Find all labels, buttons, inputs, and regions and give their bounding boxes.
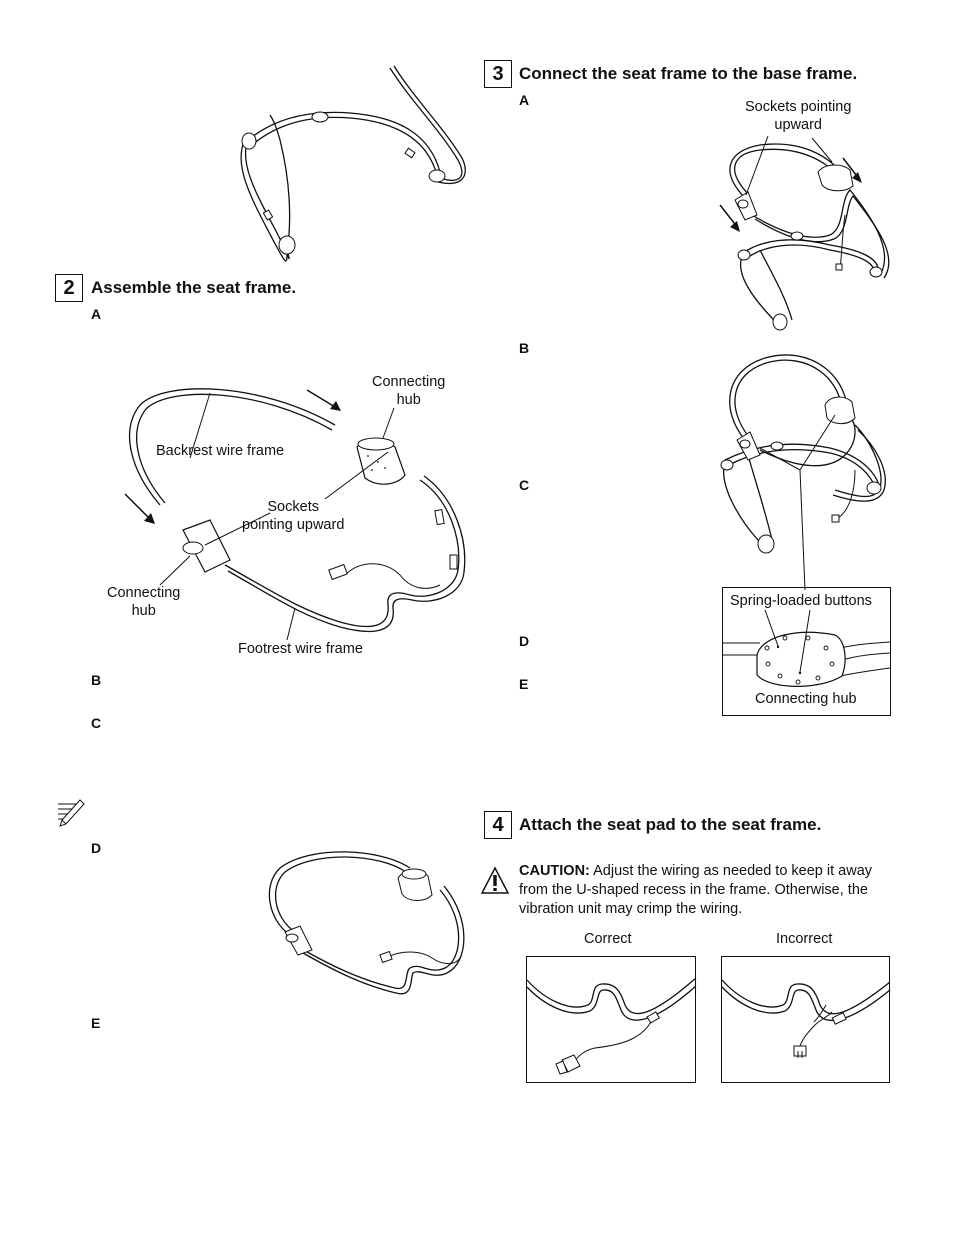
label-line: hub <box>131 603 156 619</box>
connecting-hub-label: Connecting hub <box>755 691 857 707</box>
step-heading: Connect the seat frame to the base frame… <box>519 64 858 83</box>
step-number: 3 <box>492 62 504 85</box>
connecting-hub-label: Connecting hub <box>372 373 445 409</box>
spring-loaded-buttons-label: Spring-loaded buttons <box>730 593 872 609</box>
step-letter: B <box>519 340 530 356</box>
label-line: Connecting <box>107 585 181 601</box>
caution-body: Adjust the wiring as needed to keep it a… <box>519 863 873 917</box>
caution-text: CAUTION: Adjust the wiring as needed to … <box>519 862 899 919</box>
step-number: 2 <box>63 276 75 299</box>
step-letter: E <box>519 676 529 692</box>
label-line: hub <box>396 392 421 408</box>
step-heading: Attach the seat pad to the seat frame. <box>519 815 822 834</box>
incorrect-wiring-panel <box>721 956 890 1083</box>
label-line: Sockets <box>267 499 319 515</box>
step-number: 4 <box>492 813 504 836</box>
correct-label: Correct <box>584 931 632 947</box>
step-letter: A <box>519 92 530 108</box>
pencil-note-icon <box>58 799 85 827</box>
incorrect-label: Incorrect <box>776 931 833 947</box>
label-line: Sockets pointing <box>745 99 852 115</box>
step-number-box: 4 <box>484 811 512 839</box>
sockets-pointing-upward-label: Sockets pointing upward <box>242 498 344 534</box>
step-heading: Assemble the seat frame. <box>91 278 297 297</box>
step-letter: D <box>91 840 102 856</box>
step-letter: C <box>91 715 102 731</box>
step-letter: D <box>519 633 530 649</box>
connecting-hub-detail-inset <box>722 587 891 716</box>
caution-label: CAUTION: <box>519 863 590 879</box>
connecting-hub-label: Connecting hub <box>107 584 180 620</box>
label-line: pointing upward <box>242 517 345 533</box>
step-letter: C <box>519 477 530 493</box>
step-letter: B <box>91 672 102 688</box>
step-number-box: 3 <box>484 60 512 88</box>
step-letter: E <box>91 1015 101 1031</box>
footrest-wire-frame-label: Footrest wire frame <box>238 641 363 657</box>
sockets-pointing-upward-label: Sockets pointing upward <box>745 98 851 134</box>
label-line: Connecting <box>372 374 446 390</box>
step-letter: A <box>91 306 102 322</box>
step-number-box: 2 <box>55 274 83 302</box>
backrest-wire-frame-label: Backrest wire frame <box>156 443 285 459</box>
label-line: upward <box>774 117 822 133</box>
correct-wiring-panel <box>526 956 696 1083</box>
warning-triangle-icon <box>480 866 510 894</box>
